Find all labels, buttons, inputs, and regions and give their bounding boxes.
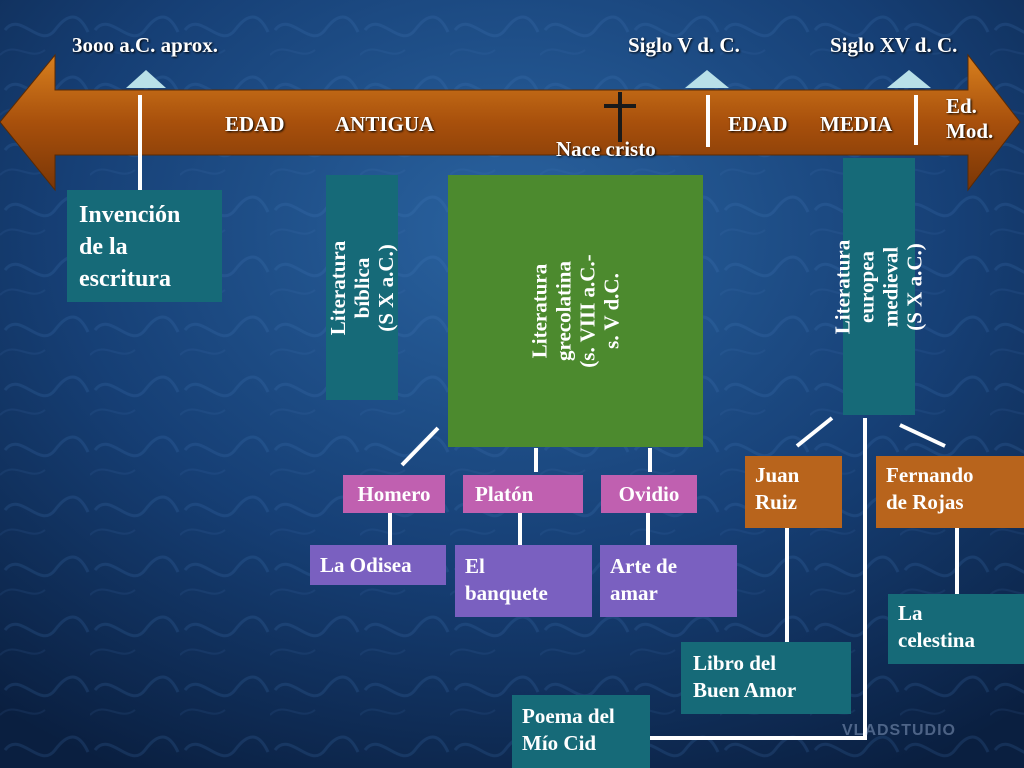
cross-icon xyxy=(604,92,636,142)
watermark-logo: VLADSTUDIO xyxy=(842,722,956,739)
box-biblical-literature: Literatura bíblica (S X a.C.) xyxy=(326,175,398,400)
author-platon: Platón xyxy=(463,475,583,513)
work-el-banquete: El banquete xyxy=(455,545,592,617)
work-arte-de-amar: Arte de amar xyxy=(600,545,737,617)
work-la-odisea: La Odisea xyxy=(310,545,446,585)
box-medieval-literature: Literatura europea medieval (S X a.C.) xyxy=(831,158,927,415)
label-3000-ac: 3ooo a.C. aprox. xyxy=(72,33,219,57)
marker-triangle-sigloXV xyxy=(887,70,931,88)
author-juan-ruiz: Juan Ruiz xyxy=(745,456,842,528)
box-invention-writing: Invención de la escritura xyxy=(67,190,222,302)
age-modern: Ed. Mod. xyxy=(946,94,994,144)
box-biblical-text: Literatura bíblica (S X a.C.) xyxy=(325,240,399,335)
work-poema-del-mio-cid: Poema del Mío Cid xyxy=(512,695,650,768)
age-medieval-media: MEDIA xyxy=(820,112,893,136)
box-grecolatin-literature: Literatura grecolatina (s. VIII a.C.- s.… xyxy=(448,175,703,447)
label-siglo-xv: Siglo XV d. C. xyxy=(830,33,958,57)
work-libro-del-buen-amor: Libro del Buen Amor xyxy=(681,642,851,714)
christ-label: Nace cristo xyxy=(556,137,656,161)
age-medieval-edad: EDAD xyxy=(728,112,788,136)
marker-triangle-sigloV xyxy=(685,70,729,88)
author-ovidio: Ovidio xyxy=(601,475,697,513)
work-la-celestina: La celestina xyxy=(888,594,1024,664)
label-siglo-v: Siglo V d. C. xyxy=(628,33,740,57)
author-fernando-de-rojas: Fernando de Rojas xyxy=(876,456,1024,528)
age-ancient-edad: EDAD xyxy=(225,112,285,136)
author-homero: Homero xyxy=(343,475,445,513)
age-ancient-antigua: ANTIGUA xyxy=(335,112,435,136)
box-grecolatin-text: Literatura grecolatina (s. VIII a.C.- s.… xyxy=(527,254,624,368)
box-medieval-text: Literatura europea medieval (S X a.C.) xyxy=(830,239,928,334)
marker-triangle-3000 xyxy=(126,70,166,88)
timeline-arrow xyxy=(0,53,1021,192)
